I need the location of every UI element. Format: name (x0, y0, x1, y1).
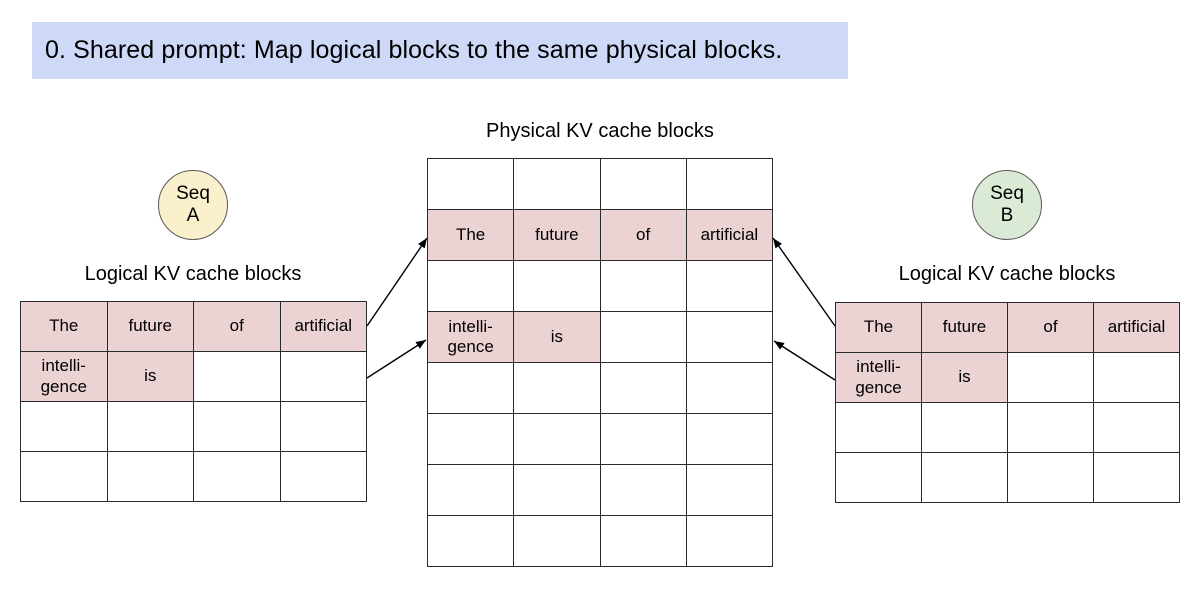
physical-table-cell-r1c0: The (426, 209, 515, 261)
seq-a-table-cell-r1c2 (193, 351, 281, 402)
seq-a-table-cell-r0c0: The (20, 301, 108, 352)
physical-table-cell-r7c2 (599, 515, 687, 567)
seq-a-table-cell-r0c2: of (193, 301, 281, 352)
physical-table-cell-r3c3 (685, 311, 774, 363)
physical-table-cell-r5c0 (426, 413, 515, 465)
seq-b-badge: Seq B (972, 170, 1042, 240)
physical-table-row-0 (426, 158, 774, 210)
seq-b-table-cell-r3c1 (921, 452, 1008, 503)
seq-b-badge-word: Seq (990, 182, 1024, 204)
seq-b-table-row-3 (835, 452, 1180, 503)
seq-a-table-cell-r1c3 (279, 351, 367, 402)
seq-b-logical-title: Logical KV cache blocks (898, 263, 1116, 285)
physical-table-cell-r2c0 (426, 260, 515, 312)
physical-table-cell-r1c3: artificial (685, 209, 774, 261)
mapping-arrow-seq-a-logical-block-1-to-physical-block-3 (366, 339, 427, 379)
physical-table-cell-r0c2 (599, 158, 687, 210)
physical-table-cell-r4c1 (513, 362, 601, 414)
physical-table-cell-r7c1 (513, 515, 601, 567)
mapping-arrow-seq-b-logical-block-1-to-physical-block-3 (773, 340, 836, 381)
physical-table-cell-r6c0 (426, 464, 515, 516)
step-banner: 0. Shared prompt: Map logical blocks to … (32, 22, 848, 79)
seq-b-table-cell-r3c2 (1007, 452, 1094, 503)
physical-table-cell-r1c1: future (513, 209, 601, 261)
mapping-arrow-seq-a-logical-block-0-to-physical-block-1 (366, 237, 428, 327)
physical-table-cell-r7c3 (685, 515, 774, 567)
physical-table-row-6 (426, 464, 774, 516)
seq-a-logical-title: Logical KV cache blocks (84, 263, 302, 285)
seq-b-table-cell-r3c0 (835, 452, 922, 503)
seq-a-table-cell-r2c3 (279, 401, 367, 452)
seq-a-table-cell-r0c1: future (106, 301, 194, 352)
seq-a-table-cell-r3c2 (193, 451, 281, 502)
physical-table-row-7 (426, 515, 774, 567)
physical-table-cell-r3c0: intelli- gence (426, 311, 515, 363)
physical-table-cell-r6c1 (513, 464, 601, 516)
seq-a-badge-word: Seq (176, 182, 210, 204)
physical-table-row-2 (426, 260, 774, 312)
physical-table-cell-r0c0 (426, 158, 515, 210)
physical-table-cell-r2c2 (599, 260, 687, 312)
seq-a-table-row-2 (20, 401, 367, 452)
physical-table-cell-r0c1 (513, 158, 601, 210)
seq-b-table-cell-r2c1 (921, 402, 1008, 453)
seq-a-table-cell-r2c1 (106, 401, 194, 452)
seq-b-table-cell-r0c1: future (921, 302, 1008, 353)
physical-table-cell-r4c3 (685, 362, 774, 414)
physical-table-cell-r4c0 (426, 362, 515, 414)
physical-table-title: Physical KV cache blocks (486, 120, 714, 142)
seq-a-table-cell-r2c0 (20, 401, 108, 452)
seq-b-table-cell-r2c2 (1007, 402, 1094, 453)
seq-b-table-cell-r0c3: artificial (1093, 302, 1180, 353)
seq-a-table-cell-r1c1: is (106, 351, 194, 402)
physical-table-cell-r2c1 (513, 260, 601, 312)
seq-a-table-cell-r1c0: intelli- gence (20, 351, 108, 402)
seq-b-table-cell-r1c3 (1093, 352, 1180, 403)
seq-a-table-row-3 (20, 451, 367, 502)
physical-table-cell-r5c1 (513, 413, 601, 465)
seq-b-table-cell-r0c0: The (835, 302, 922, 353)
seq-a-table-cell-r3c0 (20, 451, 108, 502)
seq-a-badge: Seq A (158, 170, 228, 240)
physical-table-cell-r4c2 (599, 362, 687, 414)
seq-b-table-cell-r1c2 (1007, 352, 1094, 403)
seq-a-badge-letter: A (186, 205, 200, 226)
seq-b-table-row-2 (835, 402, 1180, 453)
physical-table-row-4 (426, 362, 774, 414)
mapping-arrow-seq-b-logical-block-0-to-physical-block-1 (772, 237, 836, 327)
physical-table-cell-r6c3 (685, 464, 774, 516)
physical-table-cell-r1c2: of (599, 209, 687, 261)
seq-a-table-cell-r3c1 (106, 451, 194, 502)
seq-b-badge-letter: B (1000, 205, 1014, 226)
seq-a-table-cell-r2c2 (193, 401, 281, 452)
physical-table-cell-r2c3 (685, 260, 774, 312)
step-banner-text: 0. Shared prompt: Map logical blocks to … (45, 36, 783, 64)
physical-table-row-5 (426, 413, 774, 465)
seq-a-table-cell-r0c3: artificial (279, 301, 367, 352)
seq-a-table-cell-r3c3 (279, 451, 367, 502)
seq-b-table-cell-r1c0: intelli- gence (835, 352, 922, 403)
seq-b-table-cell-r2c0 (835, 402, 922, 453)
physical-table-cell-r3c2 (599, 311, 687, 363)
seq-b-table-cell-r3c3 (1093, 452, 1180, 503)
physical-table-cell-r5c3 (685, 413, 774, 465)
seq-b-table-cell-r1c1: is (921, 352, 1008, 403)
physical-table-cell-r0c3 (685, 158, 774, 210)
seq-b-table-cell-r0c2: of (1007, 302, 1094, 353)
seq-b-table-cell-r2c3 (1093, 402, 1180, 453)
physical-table-cell-r5c2 (599, 413, 687, 465)
physical-table-cell-r3c1: is (513, 311, 601, 363)
physical-table-cell-r7c0 (426, 515, 515, 567)
physical-table-cell-r6c2 (599, 464, 687, 516)
